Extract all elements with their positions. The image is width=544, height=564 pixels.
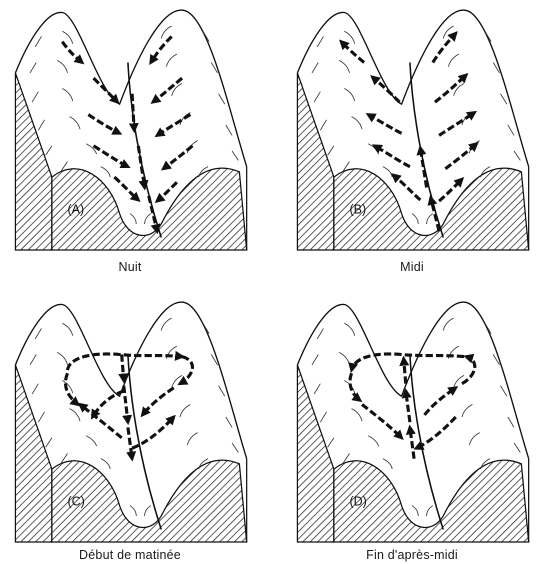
- river-line: [410, 63, 443, 238]
- panel-letter: (C): [68, 495, 85, 509]
- valley-diagram-noon: (B): [282, 0, 542, 250]
- panel-letter: (D): [350, 495, 367, 509]
- river-line: [128, 63, 161, 238]
- valley-diagram-night: (A): [0, 0, 260, 250]
- valley-diagram-late-afternoon: (D): [282, 292, 542, 542]
- panel-letter: (B): [350, 203, 367, 217]
- valley-diagram-early-morning: (C): [0, 292, 260, 542]
- caption-late-afternoon: Fin d'après-midi: [292, 548, 532, 562]
- panel-night: (A): [0, 0, 260, 250]
- caption-night: Nuit: [10, 260, 250, 274]
- caption-early-morning: Début de matinée: [10, 548, 250, 562]
- panel-early-morning: (C): [0, 292, 260, 542]
- panel-letter: (A): [68, 203, 85, 217]
- panel-noon: (B): [282, 0, 542, 250]
- caption-noon: Midi: [292, 260, 532, 274]
- panel-late-afternoon: (D): [282, 292, 542, 542]
